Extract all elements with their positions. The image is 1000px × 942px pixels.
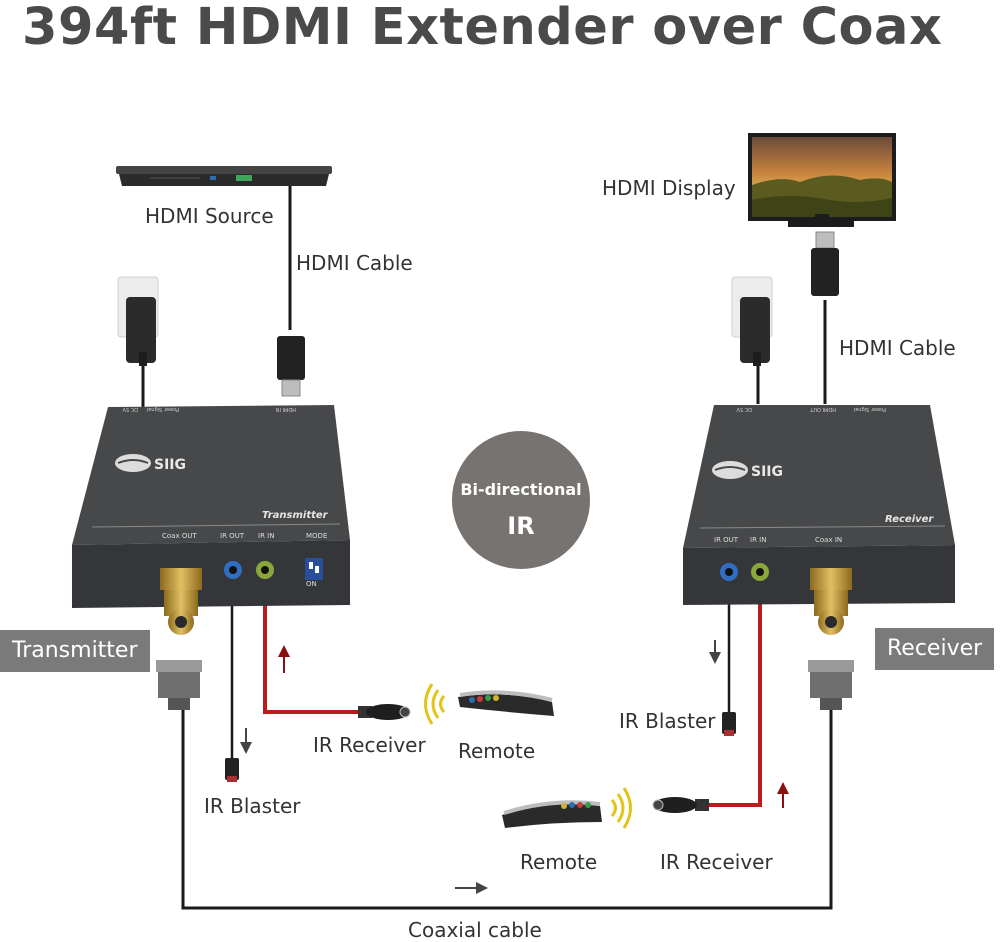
bnc-connector-icon	[810, 568, 852, 635]
ir-sensor-icon	[653, 797, 709, 813]
transmitter-name: Transmitter	[262, 510, 329, 521]
tx-port-coax-out: Coax OUT	[162, 532, 197, 540]
arrow-icon	[240, 728, 252, 754]
tag-transmitter: Transmitter	[0, 630, 150, 672]
label-remote-tx: Remote	[458, 739, 535, 763]
label-hdmi-source: HDMI Source	[145, 204, 274, 228]
bnc-plug-rx	[808, 660, 854, 710]
remote-control-icon	[502, 802, 602, 828]
tag-receiver: Receiver	[875, 628, 994, 670]
label-ir-receiver-tx: IR Receiver	[313, 733, 426, 757]
ir-signal-icon	[426, 684, 445, 724]
hdmi-plug-icon	[277, 336, 305, 396]
tx-top-dc: DC 5V	[122, 406, 138, 412]
ir-blaster-icon	[225, 758, 239, 782]
rx-top-dc: DC 5V	[736, 406, 752, 412]
label-ir-blaster-tx: IR Blaster	[204, 794, 300, 818]
rx-top-hdmi: HDMI OUT	[809, 406, 836, 412]
label-coaxial-cable: Coaxial cable	[408, 918, 542, 942]
label-hdmi-display: HDMI Display	[602, 176, 736, 200]
tx-port-mode: MODE	[306, 532, 327, 540]
ir-sensor-icon	[358, 704, 410, 720]
rx-port-coax-in: Coax IN	[815, 536, 842, 544]
tx-top-power: Power Signal	[147, 406, 179, 412]
receiver-name: Receiver	[885, 514, 934, 525]
tx-top-hdmi: HDMI IN	[276, 406, 296, 412]
hdmi-plug-icon	[811, 232, 839, 296]
bnc-connector-icon	[160, 568, 202, 635]
arrow-icon	[777, 782, 789, 808]
badge-line1: Bi-directional	[460, 480, 581, 499]
arrow-icon	[709, 640, 721, 664]
tv-icon	[748, 133, 896, 227]
tx-port-ir-out: IR OUT	[220, 532, 245, 540]
bi-directional-ir-badge: Bi-directional IR	[452, 431, 590, 569]
transmitter-brand: SIIG	[154, 457, 186, 473]
rx-port-ir-in: IR IN	[750, 536, 766, 544]
power-adapter-icon	[118, 277, 158, 366]
arrow-icon	[455, 882, 488, 894]
rx-top-power: Power Signal	[854, 406, 886, 412]
label-ir-blaster-rx: IR Blaster	[619, 709, 715, 733]
badge-line2: IR	[507, 512, 534, 540]
power-adapter-icon	[732, 277, 772, 366]
transmitter-device: SIIG Transmitter Coax OUT IR OUT IR IN M…	[72, 405, 350, 608]
blu-ray-player-icon	[116, 166, 332, 186]
label-hdmi-cable-rx: HDMI Cable	[839, 336, 956, 360]
ir-signal-icon	[612, 788, 631, 828]
tx-switch-label: ON	[306, 580, 317, 588]
bnc-plug-tx	[156, 660, 202, 710]
tx-port-ir-in: IR IN	[258, 532, 274, 540]
label-ir-receiver-rx: IR Receiver	[660, 850, 773, 874]
remote-control-icon	[458, 692, 554, 716]
arrow-icon	[278, 645, 290, 673]
ir-blaster-icon	[722, 712, 736, 736]
label-hdmi-cable-tx: HDMI Cable	[296, 251, 413, 275]
rx-port-ir-out: IR OUT	[714, 536, 739, 544]
receiver-brand: SIIG	[751, 464, 783, 480]
label-remote-rx: Remote	[520, 850, 597, 874]
